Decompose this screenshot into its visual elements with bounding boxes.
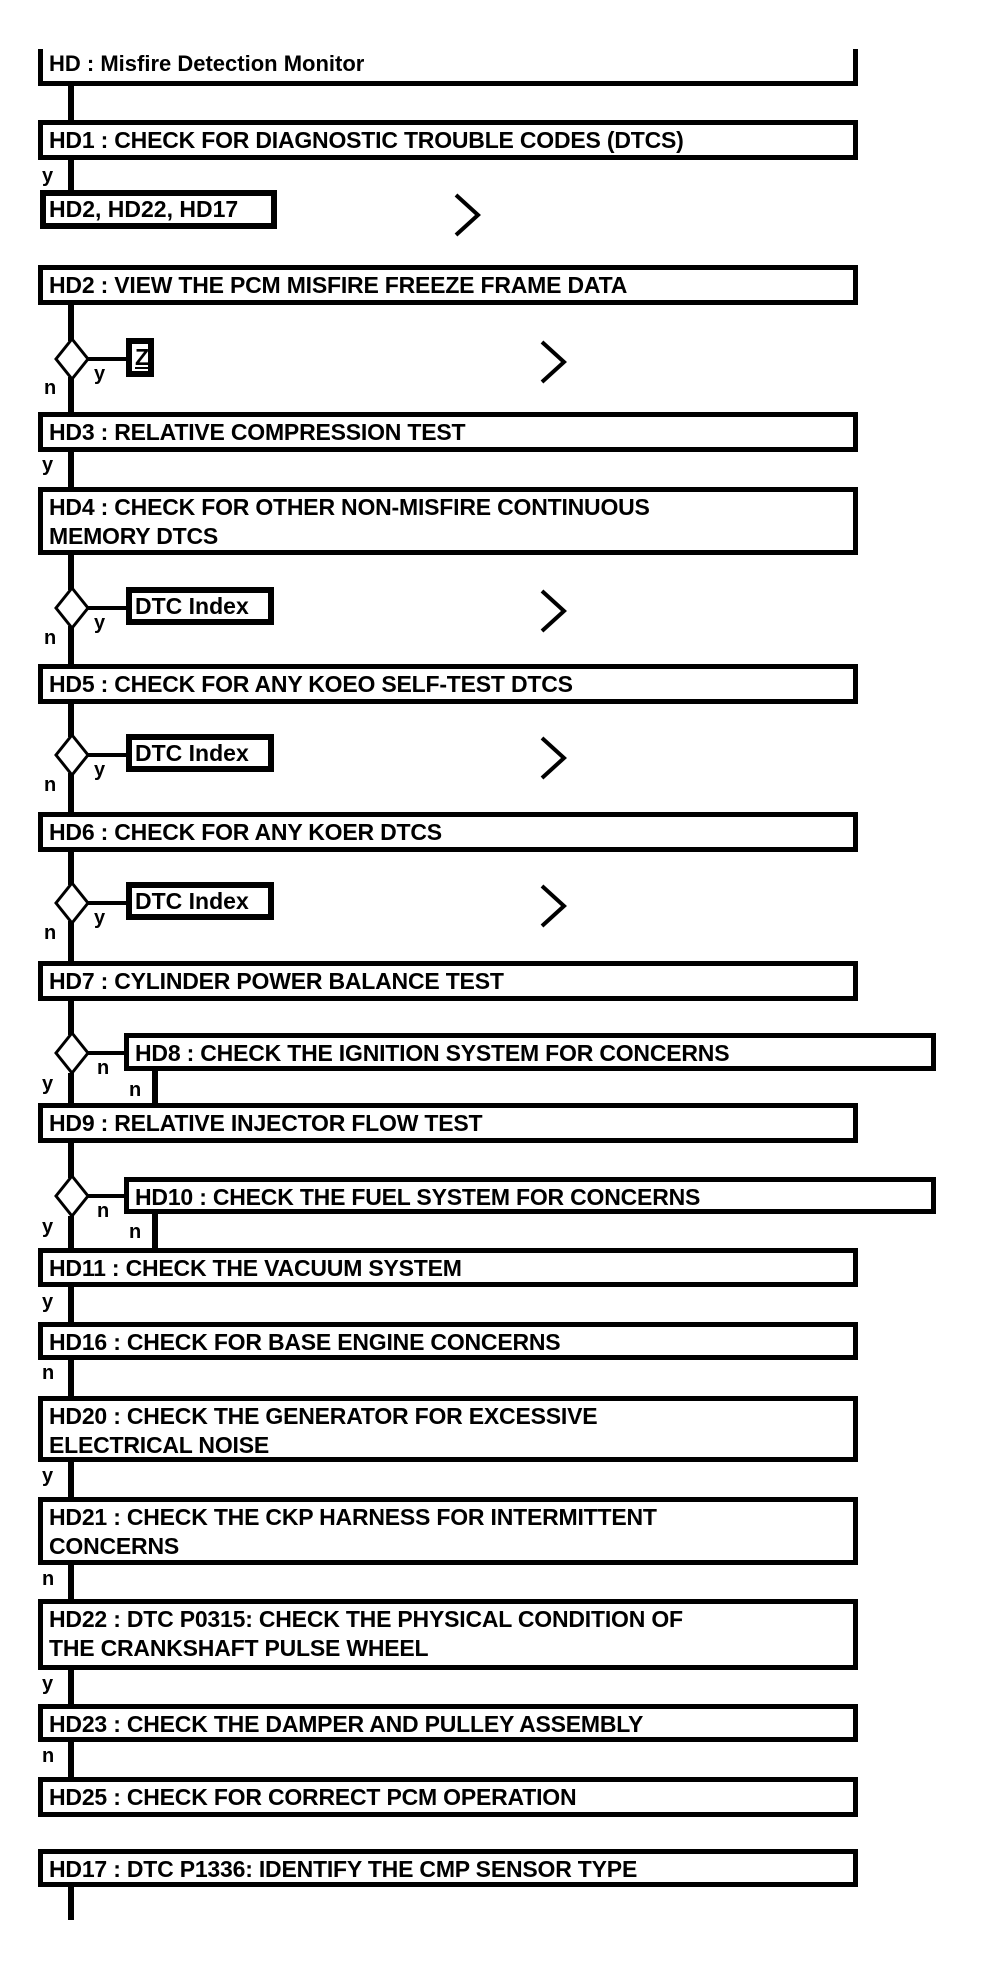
- decision-diamond: [54, 1031, 90, 1075]
- branch-label-y: y: [42, 1291, 54, 1313]
- step-hd25[interactable]: HD25 : CHECK FOR CORRECT PCM OPERATION: [38, 1777, 858, 1817]
- chevron-right-icon[interactable]: [538, 587, 568, 635]
- connector-line: [88, 1051, 128, 1055]
- connector-line: [68, 553, 74, 590]
- branch-label-n: n: [44, 774, 57, 796]
- connector-line: [68, 303, 74, 341]
- branch-label-y: y: [94, 612, 106, 634]
- connector-line: [68, 450, 74, 489]
- branch-label-y: y: [94, 759, 106, 781]
- connector-line: [68, 1141, 74, 1178]
- step-hd11[interactable]: HD11 : CHECK THE VACUUM SYSTEM: [38, 1248, 858, 1287]
- connector-line: [68, 1285, 74, 1324]
- step-hd23[interactable]: HD23 : CHECK THE DAMPER AND PULLEY ASSEM…: [38, 1704, 858, 1742]
- step-hd1[interactable]: HD1 : CHECK FOR DIAGNOSTIC TROUBLE CODES…: [38, 120, 858, 160]
- connector-line: [152, 1071, 158, 1105]
- branch-label-n: n: [97, 1057, 110, 1079]
- step-hd5[interactable]: HD5 : CHECK FOR ANY KOEO SELF-TEST DTCS: [38, 664, 858, 704]
- connector-line: [68, 1563, 74, 1601]
- dtc-index-link[interactable]: DTC Index: [126, 734, 274, 772]
- chevron-right-icon[interactable]: [538, 882, 568, 930]
- connector-line: [68, 158, 74, 192]
- connector-line: [68, 1740, 74, 1779]
- step-hd21[interactable]: HD21 : CHECK THE CKP HARNESS FOR INTERMI…: [38, 1497, 858, 1565]
- result-links-box[interactable]: HD2, HD22, HD17: [40, 190, 277, 229]
- connector-line: [68, 1885, 74, 1920]
- step-hd8[interactable]: HD8 : CHECK THE IGNITION SYSTEM FOR CONC…: [124, 1033, 936, 1071]
- chevron-right-icon[interactable]: [452, 191, 482, 239]
- connector-line: [68, 1460, 74, 1499]
- connector-line: [68, 1073, 74, 1105]
- decision-diamond: [54, 337, 90, 381]
- branch-label-n: n: [42, 1745, 55, 1767]
- branch-label-y: y: [42, 1465, 54, 1487]
- step-hd2[interactable]: HD2 : VIEW THE PCM MISFIRE FREEZE FRAME …: [38, 265, 858, 305]
- connector-line: [68, 1358, 74, 1398]
- connector-line: [68, 999, 74, 1035]
- z-link-box[interactable]: Z: [126, 338, 154, 377]
- branch-label-y: y: [94, 363, 106, 385]
- dtc-index-link[interactable]: DTC Index: [126, 587, 274, 625]
- connector-line: [88, 1194, 128, 1198]
- branch-label-y: y: [42, 454, 54, 476]
- flow-title-hd: HD : Misfire Detection Monitor: [38, 49, 858, 86]
- branch-label-n: n: [44, 377, 57, 399]
- connector-line: [88, 357, 130, 361]
- decision-diamond: [54, 733, 90, 777]
- branch-label-y: y: [42, 1673, 54, 1695]
- chevron-right-icon[interactable]: [538, 734, 568, 782]
- connector-line: [68, 626, 74, 666]
- branch-label-y: y: [94, 907, 106, 929]
- connector-line: [88, 753, 130, 757]
- connector-line: [68, 773, 74, 814]
- step-hd16[interactable]: HD16 : CHECK FOR BASE ENGINE CONCERNS: [38, 1322, 858, 1360]
- connector-line: [88, 606, 130, 610]
- branch-label-n: n: [42, 1568, 55, 1590]
- branch-label-n: n: [44, 922, 57, 944]
- branch-label-n: n: [97, 1200, 110, 1222]
- connector-line: [68, 377, 74, 414]
- step-hd4[interactable]: HD4 : CHECK FOR OTHER NON-MISFIRE CONTIN…: [38, 487, 858, 555]
- step-hd22[interactable]: HD22 : DTC P0315: CHECK THE PHYSICAL CON…: [38, 1599, 858, 1670]
- step-hd10[interactable]: HD10 : CHECK THE FUEL SYSTEM FOR CONCERN…: [124, 1177, 936, 1214]
- branch-label-y: y: [42, 1073, 54, 1095]
- step-hd20[interactable]: HD20 : CHECK THE GENERATOR FOR EXCESSIVE…: [38, 1396, 858, 1462]
- branch-label-n: n: [129, 1079, 142, 1101]
- flow-title-label: HD : Misfire Detection Monitor: [49, 51, 365, 76]
- connector-line: [152, 1214, 158, 1250]
- decision-diamond: [54, 1174, 90, 1218]
- step-hd3[interactable]: HD3 : RELATIVE COMPRESSION TEST: [38, 412, 858, 452]
- branch-label-n: n: [129, 1221, 142, 1243]
- step-hd17[interactable]: HD17 : DTC P1336: IDENTIFY THE CMP SENSO…: [38, 1849, 858, 1887]
- connector-line: [68, 850, 74, 885]
- branch-label-n: n: [42, 1362, 55, 1384]
- step-hd6[interactable]: HD6 : CHECK FOR ANY KOER DTCS: [38, 812, 858, 852]
- dtc-index-link[interactable]: DTC Index: [126, 882, 274, 920]
- branch-label-y: y: [42, 165, 54, 187]
- decision-diamond: [54, 586, 90, 630]
- connector-line: [68, 1668, 74, 1706]
- connector-line: [68, 702, 74, 737]
- branch-label-n: n: [44, 627, 57, 649]
- branch-label-y: y: [42, 1216, 54, 1238]
- chevron-right-icon[interactable]: [538, 338, 568, 386]
- connector-line: [68, 1216, 74, 1250]
- step-hd7[interactable]: HD7 : CYLINDER POWER BALANCE TEST: [38, 961, 858, 1001]
- decision-diamond: [54, 881, 90, 925]
- connector-line: [68, 921, 74, 963]
- connector-line: [88, 901, 130, 905]
- connector-line: [68, 86, 74, 122]
- step-hd9[interactable]: HD9 : RELATIVE INJECTOR FLOW TEST: [38, 1103, 858, 1143]
